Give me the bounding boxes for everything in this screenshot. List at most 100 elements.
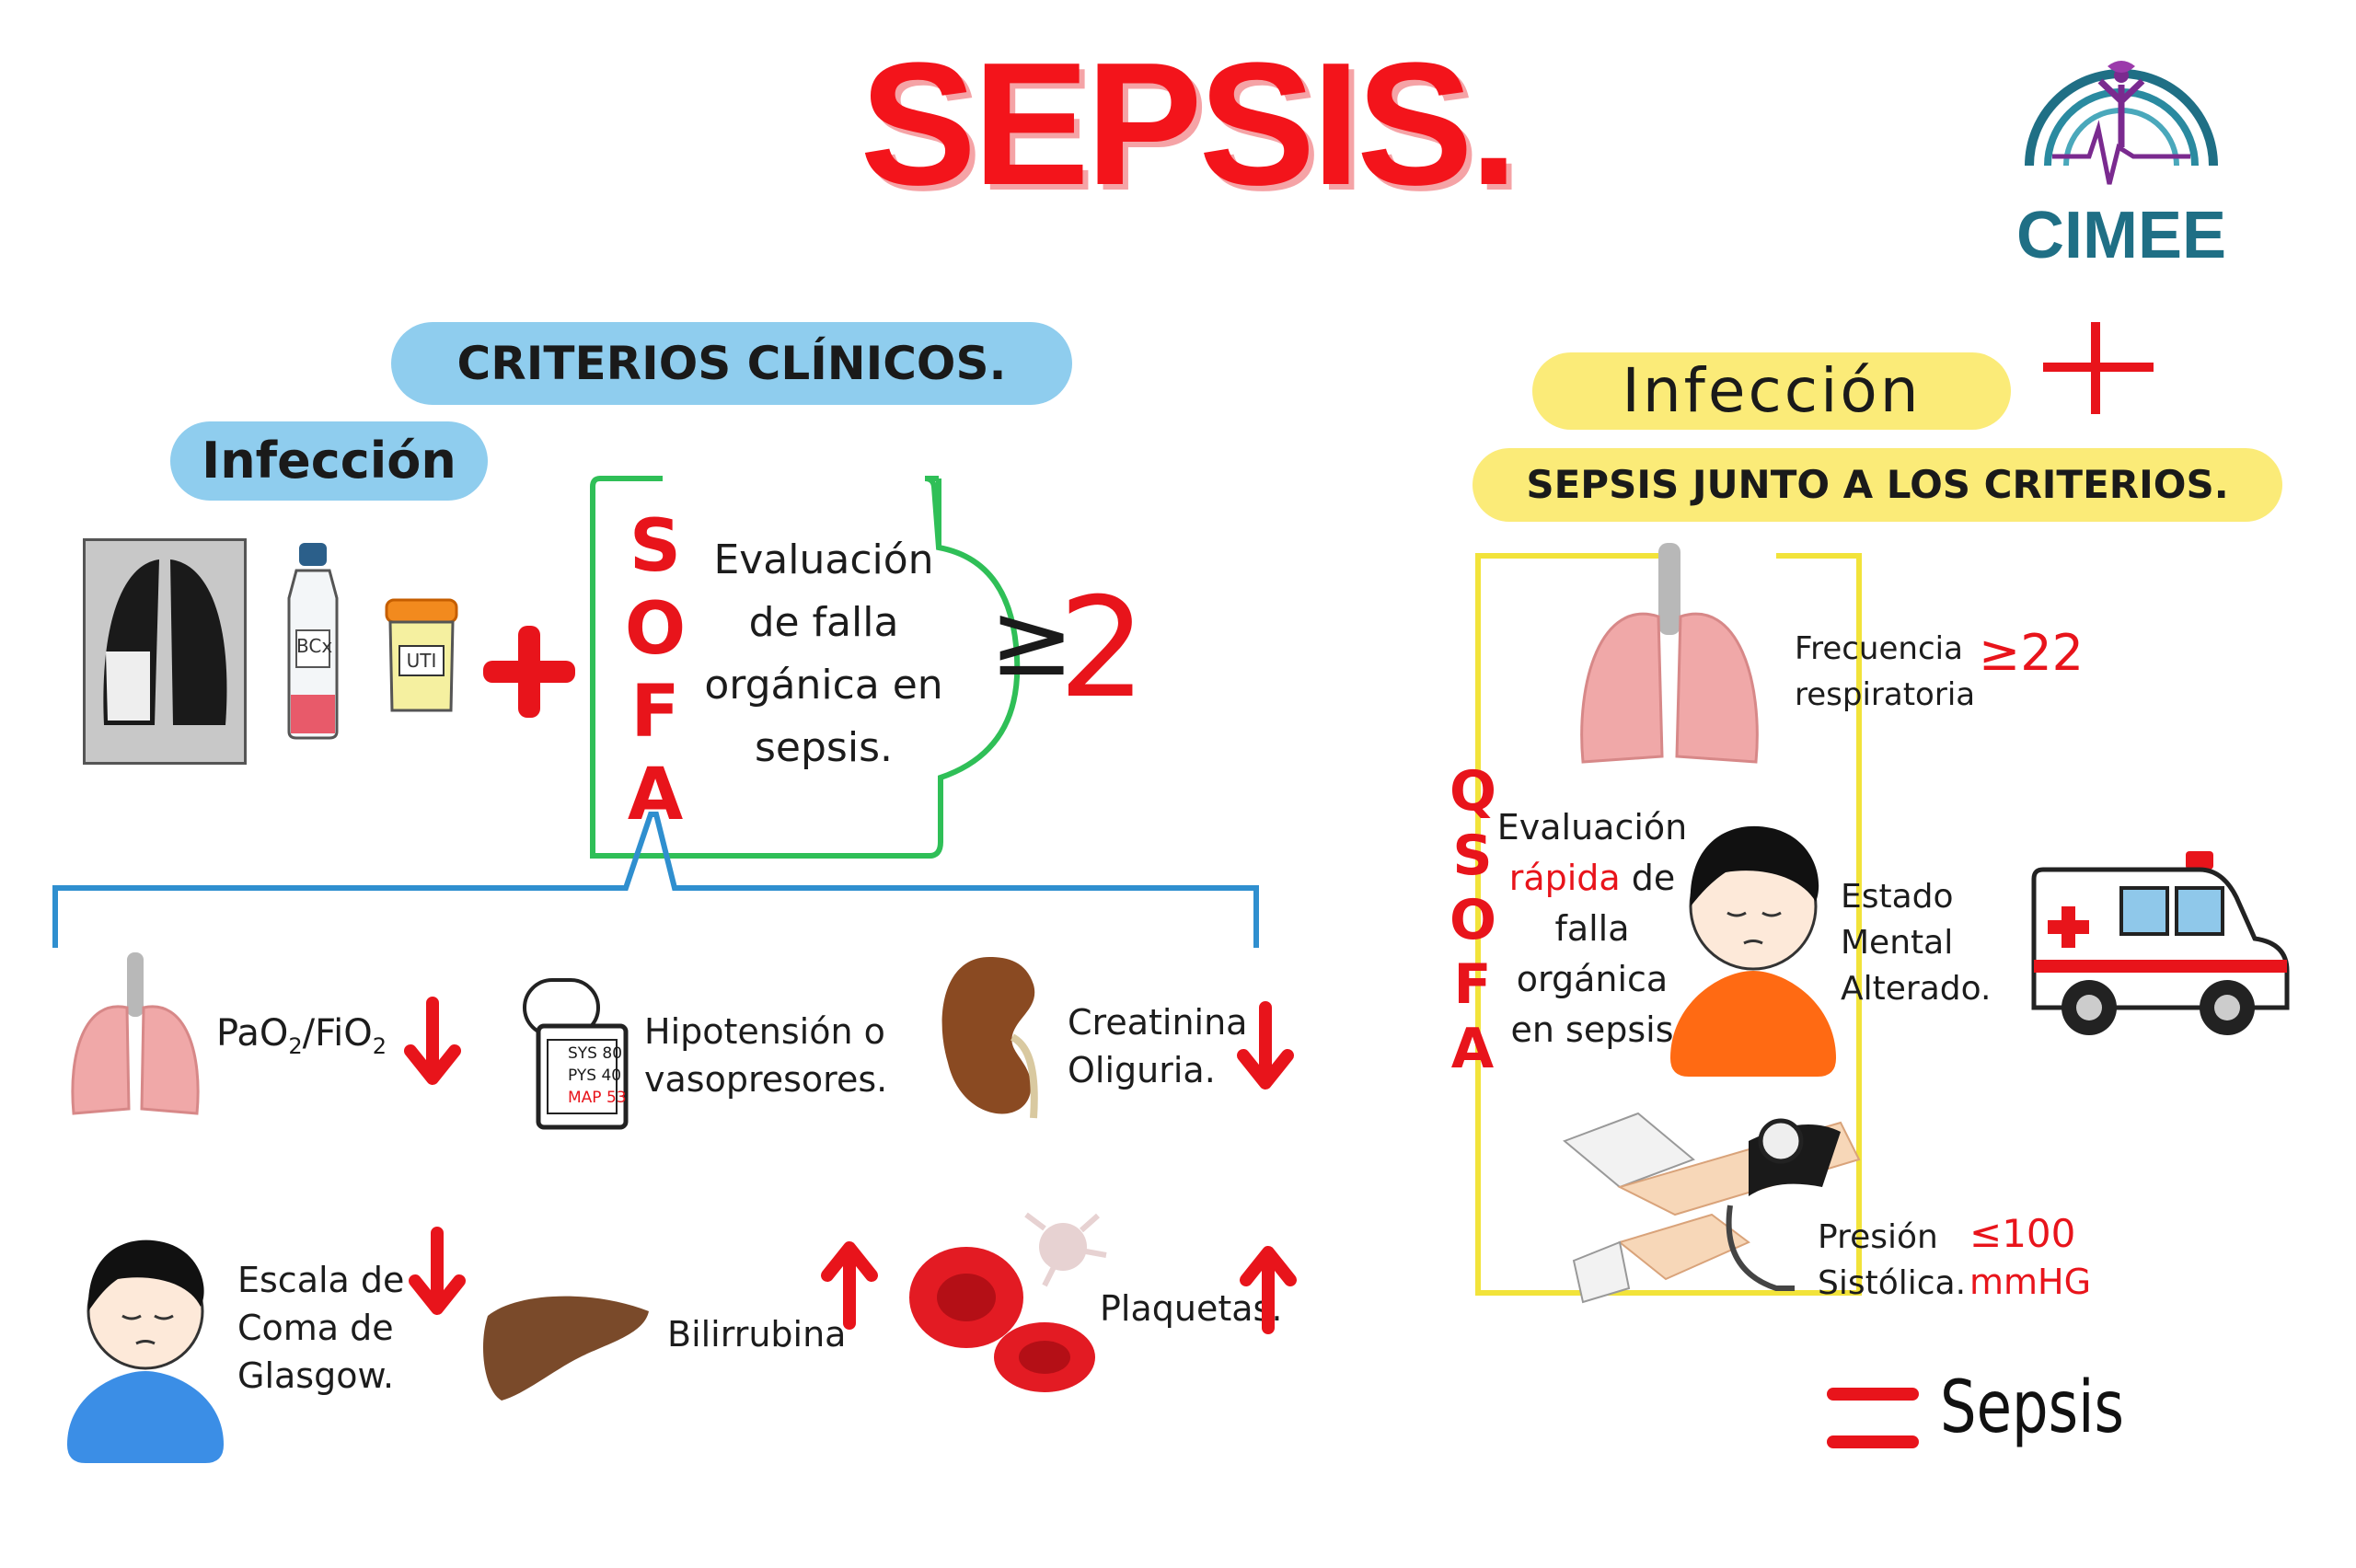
equals-icon — [1827, 1388, 1919, 1452]
sofa-letter-f: F — [630, 671, 680, 754]
monitor-readout: SYS 80 PYS 40 MAP 53 — [568, 1043, 641, 1109]
qsofa-letter-a: A — [1450, 1017, 1495, 1081]
red-blood-cells-icon — [907, 1210, 1127, 1394]
infection-pill-left: Infección — [170, 421, 488, 501]
systolic-pressure-label: Presión Sistólica. — [1818, 1215, 1966, 1307]
plus-icon-left — [483, 626, 575, 718]
resp-rate-value: ≥22 — [1979, 624, 2084, 682]
blood-culture-bottle-icon: BCx — [285, 543, 341, 741]
logo-text: CIMEE — [2015, 199, 2227, 272]
sofa-letter-a: A — [627, 754, 684, 836]
criteria-bracket — [52, 812, 1259, 948]
qsofa-letter-s: S — [1452, 824, 1493, 888]
page-title: SEPSIS. — [860, 27, 1518, 222]
resp-line: Frecuencia — [1795, 630, 1963, 667]
qsofa-letters: Q S O F A — [1449, 764, 1496, 1077]
criteria-header: CRITERIOS CLÍNICOS. — [391, 322, 1072, 405]
mental-line: Mental — [1841, 924, 1954, 962]
glasgow-line: Glasgow. — [237, 1355, 395, 1396]
monitor-row-map: MAP 53 — [568, 1087, 641, 1109]
platelets-label: Plaquetas. — [1100, 1288, 1283, 1329]
glasgow-line: Escala de — [237, 1260, 405, 1300]
glasgow-label: Escala de Coma de Glasgow. — [237, 1256, 404, 1400]
sofa-desc-line: sepsis. — [755, 724, 893, 771]
qsofa-letter-o: O — [1449, 888, 1497, 952]
monitor-sys-value: 80 — [602, 1044, 623, 1063]
bp-monitor-icon: SYS 80 PYS 40 MAP 53 — [520, 971, 630, 1132]
sub-2: 2 — [372, 1033, 387, 1059]
hypotension-line: Hipotensión o — [644, 1011, 885, 1052]
qsofa-desc-line: falla — [1554, 908, 1630, 949]
qsofa-letter-q: Q — [1449, 759, 1497, 824]
mental-line: Estado — [1841, 878, 1954, 916]
ambulance-icon — [2025, 851, 2292, 1044]
monitor-row-sys: SYS 80 — [568, 1043, 641, 1065]
qsofa-desc-line: Evaluación — [1496, 807, 1688, 847]
pressure-line: Sistólica. — [1818, 1264, 1967, 1302]
qsofa-letter-f: F — [1453, 952, 1492, 1017]
pressure-value: ≤100 mmHG — [1969, 1210, 2091, 1306]
sofa-desc-line: de falla — [748, 599, 899, 646]
resp-rate-label: Frecuencia respiratoria — [1795, 626, 1975, 718]
glasgow-line: Coma de — [237, 1308, 394, 1348]
sofa-description: Evaluación de falla orgánica en sepsis. — [686, 529, 962, 779]
monitor-map-value: 53 — [606, 1089, 627, 1107]
chest-xray-icon — [83, 538, 247, 765]
creatinine-line: Creatinina — [1068, 1002, 1248, 1043]
sofa-desc-line: orgánica en — [704, 662, 943, 709]
kidney-icon — [934, 952, 1045, 1127]
lungs-icon-left — [66, 952, 204, 1118]
mental-status-label: Estado Mental Alterado. — [1841, 874, 1991, 1012]
infection-label-left: Infección — [202, 432, 456, 490]
logo-arcs-icon — [2025, 61, 2218, 185]
liver-icon — [479, 1288, 653, 1403]
sepsis-criteria-label: SEPSIS JUNTO A LOS CRITERIOS. — [1526, 462, 2229, 507]
patient-icon-left — [63, 1224, 228, 1463]
resp-line: respiratoria — [1795, 676, 1976, 713]
pressure-line: Presión — [1818, 1218, 1938, 1256]
cup-label: UTI — [406, 650, 437, 672]
qsofa-desc-line: en sepsis — [1510, 1009, 1674, 1050]
pao-text: PaO — [216, 1012, 289, 1055]
result-sepsis: Sepsis — [1940, 1366, 2124, 1449]
sofa-letters: S O F A — [618, 511, 692, 831]
sofa-letter-s: S — [629, 505, 682, 588]
hypotension-line: vasopresores. — [644, 1059, 888, 1100]
infection-label-right: Infección — [1622, 355, 1922, 426]
sofa-desc-line: Evaluación — [713, 536, 934, 583]
lungs-icon-right — [1574, 543, 1767, 768]
pao2-fio2-label: PaO2/FiO2 — [216, 1012, 387, 1059]
qsofa-desc-line: orgánica — [1516, 959, 1669, 999]
patient-icon-right — [1670, 810, 1836, 1077]
qsofa-frame — [1475, 553, 1862, 1296]
fio-text: /FiO — [302, 1012, 373, 1055]
bottle-label: BCx — [296, 635, 333, 657]
sepsis-criteria-header: SEPSIS JUNTO A LOS CRITERIOS. — [1472, 448, 2282, 522]
threshold-symbol: ≥ — [989, 581, 1075, 698]
cimee-logo: CIMEE — [1997, 9, 2246, 276]
monitor-map-label: MAP — [568, 1089, 602, 1107]
mental-line: Alterado. — [1841, 970, 1992, 1008]
monitor-sys-label: SYS — [568, 1044, 597, 1063]
criteria-header-label: CRITERIOS CLÍNICOS. — [456, 337, 1007, 390]
qsofa-desc-red: rápida — [1508, 858, 1621, 898]
pressure-unit: mmHG — [1969, 1262, 2092, 1302]
qsofa-description: Evaluación rápida de falla orgánica en s… — [1491, 802, 1693, 1055]
urine-cup-icon: UTI — [385, 598, 458, 715]
bp-cuff-arm-icon — [1563, 1104, 1868, 1316]
hypotension-label: Hipotensión o vasopresores. — [644, 1008, 887, 1103]
monitor-pys-label: PYS — [568, 1066, 597, 1085]
pressure-threshold: ≤100 — [1969, 1211, 2076, 1256]
qsofa-desc-line: rápida de — [1491, 853, 1693, 904]
qsofa-desc-rest: de — [1620, 858, 1676, 898]
threshold-value: 2 — [1058, 569, 1147, 729]
monitor-row-pys: PYS 40 — [568, 1065, 641, 1087]
sub-2: 2 — [288, 1033, 303, 1059]
infection-pill-right: Infección — [1532, 352, 2011, 430]
bilirubin-label: Bilirrubina — [667, 1314, 847, 1355]
creatinine-label: Creatinina Oliguria. — [1068, 998, 1247, 1094]
creatinine-line: Oliguria. — [1068, 1050, 1216, 1090]
monitor-pys-value: 40 — [601, 1066, 622, 1085]
sofa-letter-o: O — [624, 588, 687, 671]
sofa-frame — [590, 476, 1021, 859]
